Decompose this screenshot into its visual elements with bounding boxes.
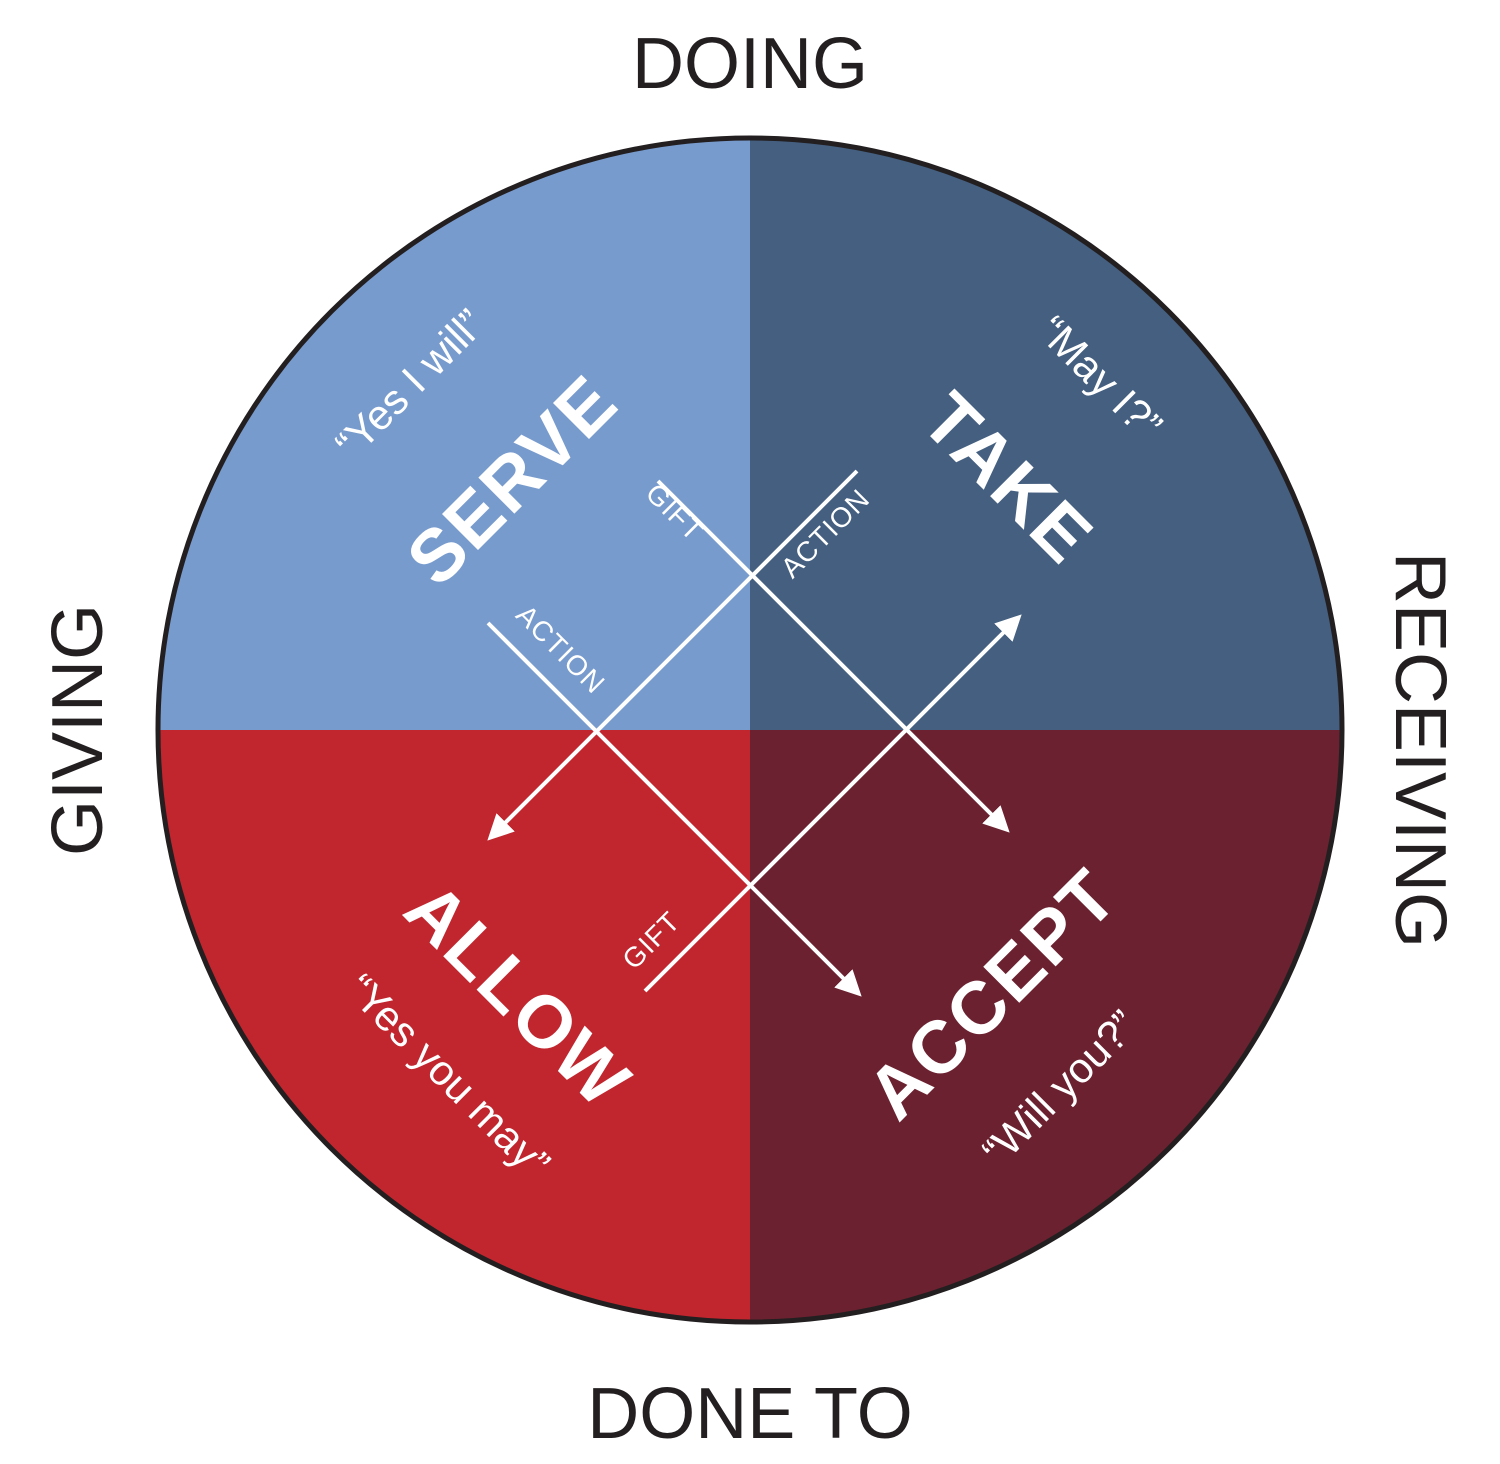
axis-label-done-to: DONE TO — [587, 1374, 912, 1454]
accept-quadrant — [750, 730, 1342, 1322]
gift-arrow-serve-to-accept — [656, 479, 1010, 833]
gift-arrow-allow-to-take — [643, 614, 1022, 993]
axis-label-giving: GIVING — [38, 604, 118, 856]
wheel-outline — [155, 135, 1345, 1325]
take-quadrant — [750, 138, 1342, 730]
allow-quadrant — [158, 730, 750, 1322]
axis-label-doing: DOING — [632, 24, 868, 104]
action-arrow-serve-to-accept — [486, 621, 862, 997]
serve-quadrant — [158, 138, 750, 730]
action-arrow-take-to-allow — [487, 469, 859, 841]
axis-label-receiving: RECEIVING — [1380, 552, 1460, 948]
